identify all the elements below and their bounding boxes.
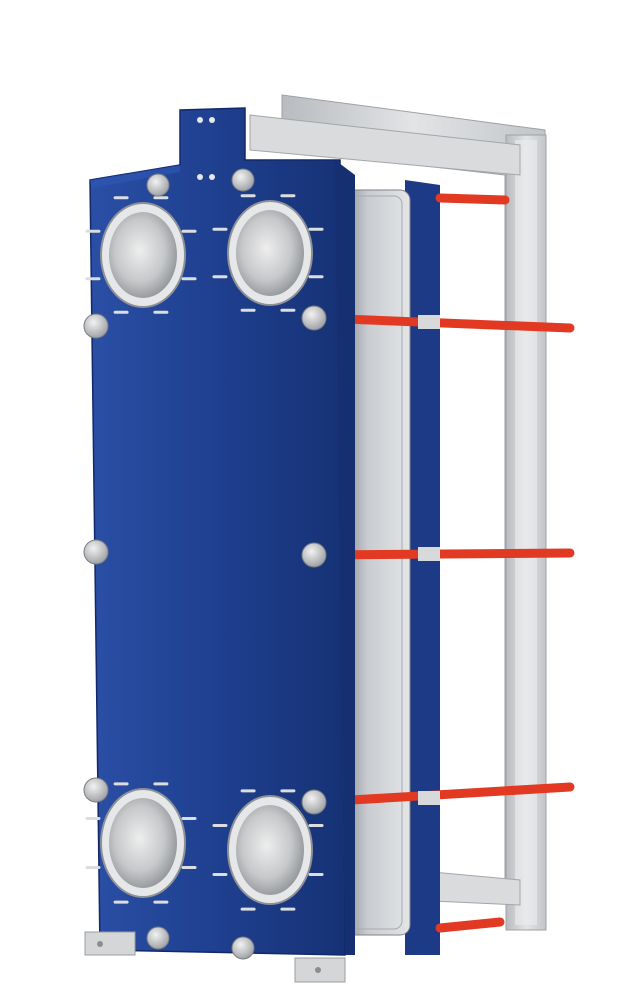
port-bottom-left <box>100 788 186 898</box>
mounting-feet <box>84 931 346 983</box>
port-studs <box>85 194 324 911</box>
pressure-plate <box>405 180 440 955</box>
tie-rods <box>176 193 575 944</box>
port-top-right <box>227 200 313 306</box>
ports <box>100 200 313 905</box>
tightening-bolts <box>83 168 327 960</box>
port-top-left <box>100 202 186 308</box>
port-bottom-right <box>227 795 313 905</box>
plate-pack <box>344 189 411 936</box>
frame-plate <box>89 107 355 956</box>
